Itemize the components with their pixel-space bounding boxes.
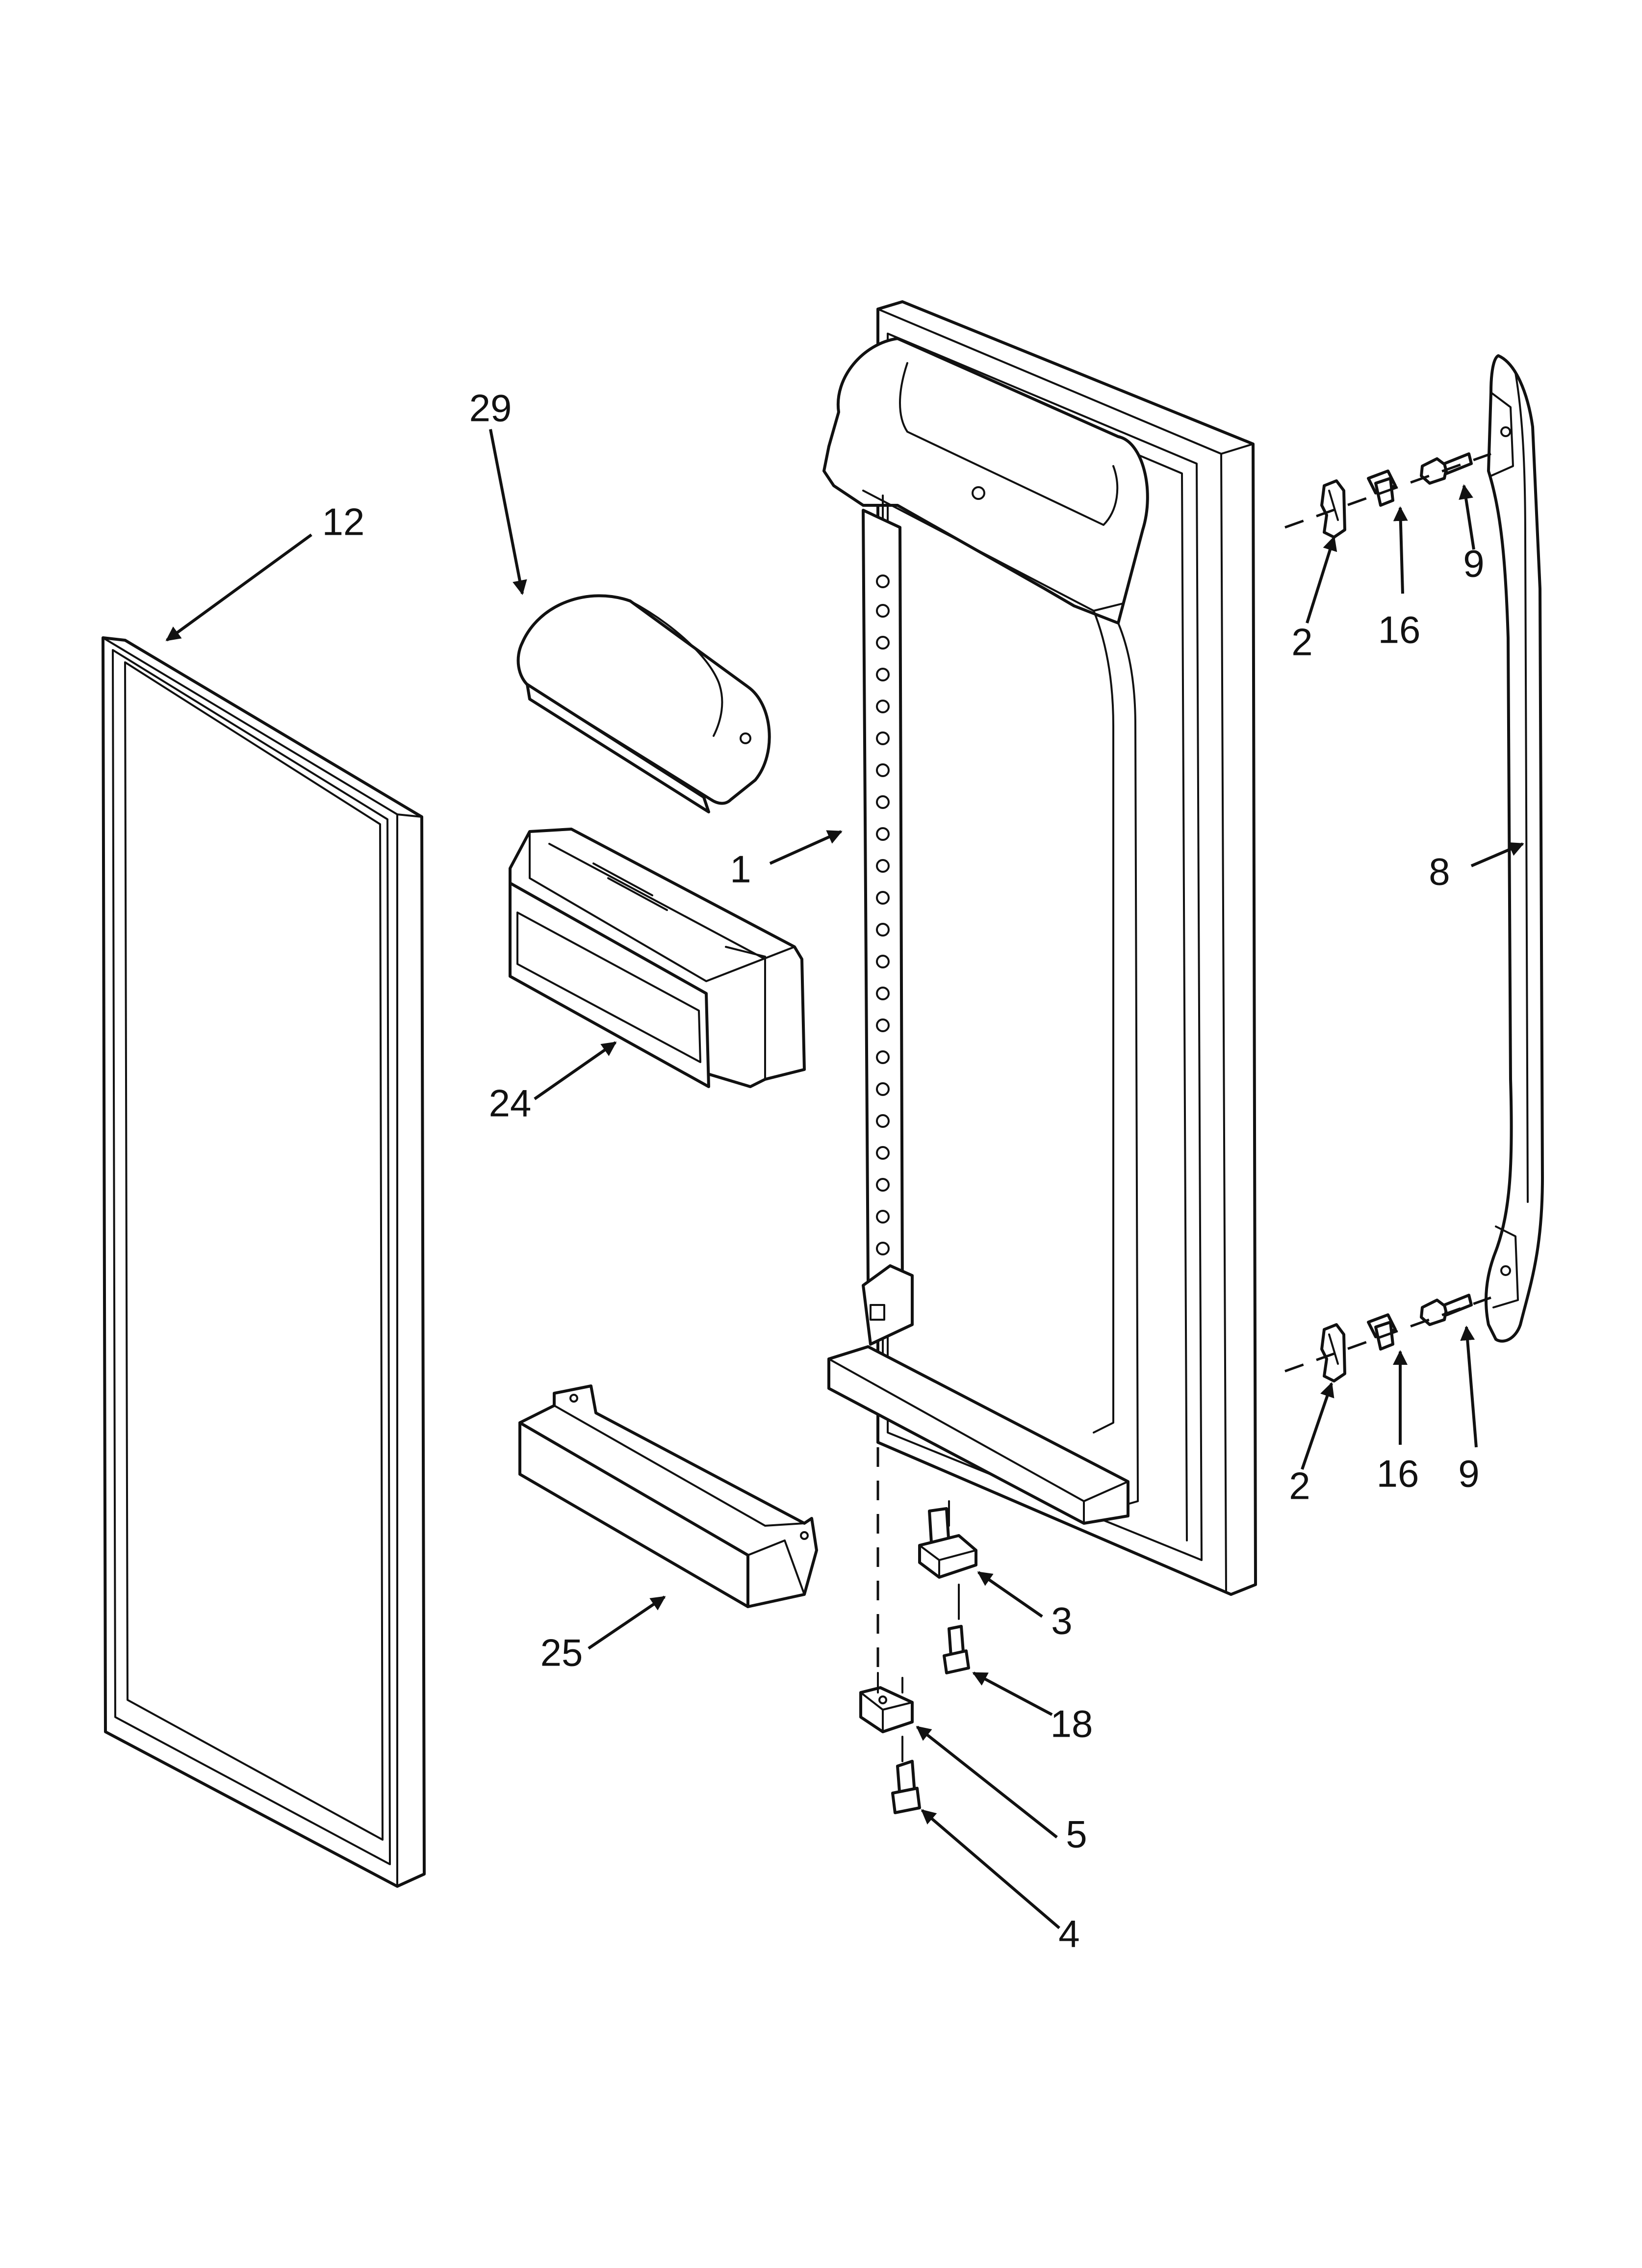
callout-9-upper: 9 [1463,542,1484,585]
callout-5: 5 [1066,1813,1087,1856]
screw-4 [891,1760,921,1814]
callout-2-lower: 2 [1289,1464,1310,1508]
callout-9-lower: 9 [1458,1452,1479,1495]
axis-upper [1284,452,1491,529]
door-bin [509,828,806,1088]
door-gasket [102,636,426,1888]
callout-25: 25 [540,1631,583,1674]
refrigerator-door [822,300,1257,1596]
callout-16-upper: 16 [1378,608,1421,652]
callout-2-upper: 2 [1291,621,1312,664]
lower-bin [518,1384,818,1608]
callout-8: 8 [1429,850,1450,893]
callout-16-lower: 16 [1377,1452,1419,1495]
hinge-bracket [859,1686,914,1733]
axis-lower [1284,1296,1491,1373]
screw-18 [943,1625,970,1674]
callout-1: 1 [730,848,751,891]
callout-3: 3 [1051,1599,1072,1642]
callout-12: 12 [322,500,365,544]
leader-lines [165,429,1524,1929]
hinge-axis-upper [948,1500,960,1620]
callout-4: 4 [1058,1912,1079,1955]
dairy-door [516,594,771,813]
screw-9-lower [1420,1294,1473,1326]
callout-29: 29 [469,387,512,430]
callout-24: 24 [489,1082,532,1125]
callout-18: 18 [1051,1702,1093,1746]
hinge-pin [918,1507,977,1579]
hinge-axis-lower [877,1672,903,1762]
